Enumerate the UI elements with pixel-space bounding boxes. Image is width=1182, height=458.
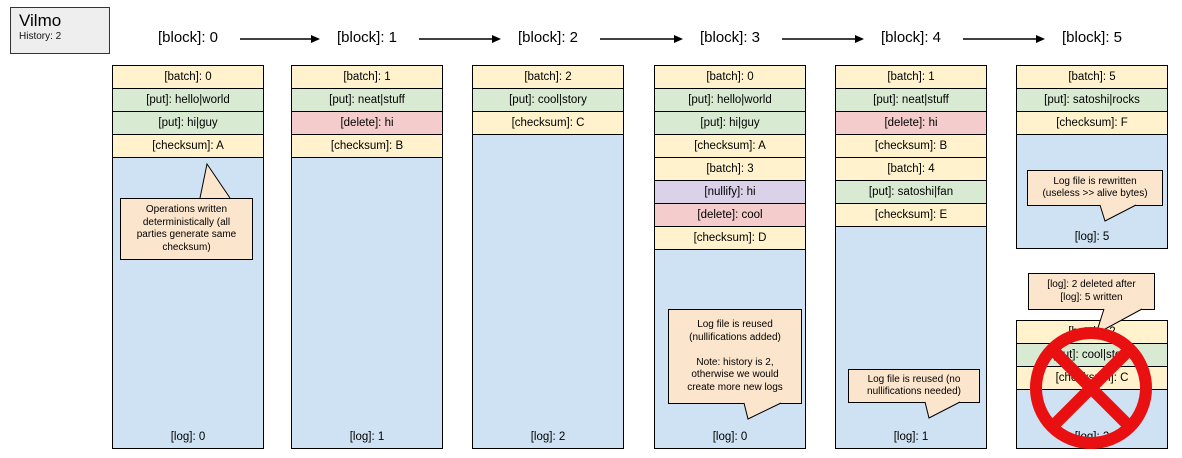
op-row-put: [put]: hello|world [655,89,805,112]
op-row-delete: [delete]: cool [655,204,805,227]
op-row-put: [put]: satoshi|rocks [1017,89,1167,112]
log-label: [log]: 1 [349,431,385,443]
legend-subtitle: History: 2 [19,31,62,42]
log-label: [log]: 5 [1074,231,1110,243]
block-box-2: [batch]: 2[put]: cool|story[checksum]: C… [472,65,624,449]
op-row-checksum: [checksum]: A [655,135,805,158]
op-row-checksum: [checksum]: E [836,204,986,227]
vilmo-legend: Vilmo History: 2 [10,7,110,54]
op-row-checksum: [checksum]: C [473,112,623,135]
callout-bubble: Log file is reused (no nullifications ne… [848,369,980,403]
op-row-delete: [delete]: hi [836,112,986,135]
op-row-checksum: [checksum]: B [292,135,442,158]
log-label: [log]: 0 [170,431,206,443]
op-row-batch: [batch]: 3 [655,158,805,181]
block-label: [block]: 5 [1061,29,1123,46]
op-row-put: [put]: neat|stuff [836,89,986,112]
op-row-delete: [delete]: hi [292,112,442,135]
block-label: [block]: 3 [699,29,761,46]
block-label: [block]: 1 [336,29,398,46]
op-row-put: [put]: satoshi|fan [836,181,986,204]
op-row-put: [put]: neat|stuff [292,89,442,112]
log-label: [log]: 1 [893,431,929,443]
callout-bubble: [log]: 2 deleted after [log]: 5 written [1028,273,1155,310]
log-label: [log]: 0 [712,431,748,443]
op-row-batch: [batch]: 0 [655,66,805,89]
op-row-batch: [batch]: 5 [1017,66,1167,89]
op-row-nullify: [nullify]: hi [655,181,805,204]
callout-bubble: Operations written deterministically (al… [120,198,253,260]
op-row-put: [put]: hi|guy [113,112,263,135]
op-row-batch: [batch]: 1 [292,66,442,89]
block-box-1: [batch]: 1[put]: neat|stuff[delete]: hi[… [291,65,443,449]
op-row-put: [put]: cool|story [473,89,623,112]
log-label: [log]: 2 [530,431,566,443]
op-row-batch: [batch]: 2 [1017,321,1167,344]
block-label: [block]: 4 [880,29,942,46]
block-label: [block]: 2 [517,29,579,46]
op-row-batch: [batch]: 2 [473,66,623,89]
op-row-checksum: [checksum]: F [1017,112,1167,135]
deleted-block-box: [batch]: 2[put]: cool|story[checksum]: C… [1016,320,1168,449]
block-label: [block]: 0 [157,29,219,46]
block-box-5: [batch]: 5[put]: satoshi|rocks[checksum]… [1016,65,1168,249]
op-row-checksum: [checksum]: C [1017,367,1167,390]
op-row-batch: [batch]: 0 [113,66,263,89]
op-row-put: [put]: hello|world [113,89,263,112]
op-row-checksum: [checksum]: B [836,135,986,158]
callout-bubble: Log file is rewritten (useless >> alive … [1027,170,1163,206]
op-row-checksum: [checksum]: D [655,227,805,250]
legend-title: Vilmo [19,11,62,30]
callout-bubble: Log file is reused (nullifications added… [668,309,802,404]
op-row-put: [put]: cool|story [1017,344,1167,367]
op-row-batch: [batch]: 1 [836,66,986,89]
op-row-batch: [batch]: 4 [836,158,986,181]
op-row-put: [put]: hi|guy [655,112,805,135]
log-label: [log]: 2 [1074,431,1110,443]
op-row-checksum: [checksum]: A [113,135,263,158]
